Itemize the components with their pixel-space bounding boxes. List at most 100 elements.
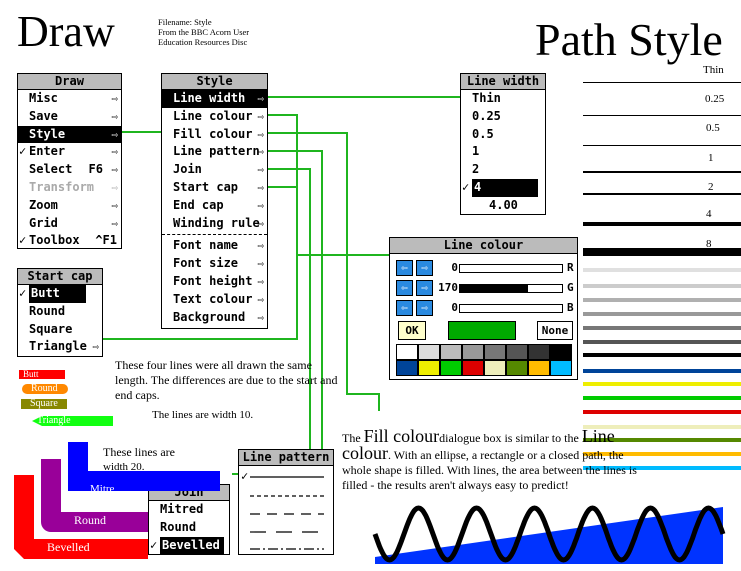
- line-width-option[interactable]: 1: [472, 144, 480, 159]
- width-label: 0.5: [706, 122, 720, 134]
- blue-letter: B: [567, 301, 574, 314]
- file-info-line: From the BBC Acorn User: [158, 27, 250, 37]
- menu-item-label: Join: [173, 162, 202, 177]
- increase-red-button[interactable]: ⇨: [416, 260, 433, 276]
- palette-swatch[interactable]: [484, 360, 506, 376]
- submenu-arrow-icon: ⇨: [257, 198, 264, 212]
- line-width-option-selected[interactable]: ✓ 4: [461, 178, 545, 197]
- line-pattern-options[interactable]: ✓: [239, 465, 335, 555]
- file-info-line: Education Resources Disc: [158, 37, 248, 47]
- ok-button[interactable]: OK: [398, 321, 426, 340]
- submenu-arrow-icon: ⇨: [111, 92, 118, 105]
- width-label: 0.25: [705, 93, 725, 105]
- join-label-mitre: Mitre: [90, 483, 115, 495]
- style-menu-title: Style: [162, 74, 267, 90]
- menu-item-winding-rule[interactable]: Winding rule⇨: [162, 215, 267, 233]
- red-slider[interactable]: [459, 264, 563, 273]
- menu-item-enter[interactable]: ✓ Enter ⇨: [18, 143, 121, 161]
- palette-swatch[interactable]: [506, 344, 528, 360]
- submenu-arrow-icon: ⇨: [257, 274, 264, 288]
- palette-swatch[interactable]: [396, 344, 418, 360]
- start-cap-option-butt[interactable]: ✓ Butt: [18, 285, 102, 303]
- menu-item-font-height[interactable]: Font height⇨: [162, 273, 267, 291]
- menu-item-misc[interactable]: Misc ⇨: [18, 90, 121, 108]
- join-option-mitred[interactable]: Mitred: [160, 502, 204, 516]
- line-width-option[interactable]: Thin: [472, 91, 501, 105]
- increase-blue-button[interactable]: ⇨: [416, 300, 433, 316]
- palette-swatch[interactable]: [440, 360, 462, 376]
- palette-swatch[interactable]: [528, 360, 550, 376]
- menu-item-select[interactable]: Select F6 ⇨: [18, 161, 121, 179]
- decrease-blue-button[interactable]: ⇦: [396, 300, 413, 316]
- palette-swatch[interactable]: [418, 344, 440, 360]
- cap-sample-square: Square: [21, 399, 67, 409]
- menu-item-label: Grid: [29, 215, 58, 230]
- palette-swatch[interactable]: [506, 360, 528, 376]
- shortcut-key: F6: [88, 162, 103, 177]
- line-width-value[interactable]: 4.00: [489, 197, 518, 212]
- menu-item-font-size[interactable]: Font size⇨: [162, 255, 267, 273]
- menu-item-join[interactable]: Join⇨: [162, 161, 267, 179]
- blue-value[interactable]: 0: [451, 301, 458, 314]
- menu-item-style[interactable]: Style ⇨: [18, 125, 121, 144]
- menu-item-end-cap[interactable]: End cap⇨: [162, 197, 267, 215]
- menu-item-toolbox[interactable]: ✓ Toolbox ^F1: [18, 232, 121, 250]
- menu-item-line-colour[interactable]: Line colour⇨: [162, 108, 267, 126]
- palette-swatch[interactable]: [440, 344, 462, 360]
- menu-item-label: 4: [472, 178, 538, 197]
- width-label: Thin: [703, 64, 724, 76]
- triangle-cap-shape: [32, 416, 113, 426]
- line-width-option[interactable]: 2: [472, 162, 480, 177]
- palette-swatch[interactable]: [484, 344, 506, 360]
- decrease-green-button[interactable]: ⇦: [396, 280, 413, 296]
- palette-swatch[interactable]: [418, 360, 440, 376]
- menu-item-label: Select: [29, 162, 73, 177]
- green-slider[interactable]: [459, 284, 563, 293]
- menu-item-fill-colour[interactable]: Fill colour⇨: [162, 126, 267, 144]
- menu-item-background[interactable]: Background⇨: [162, 309, 267, 327]
- fill-text-part: . With an ellipse, a rectangle or a clos…: [342, 448, 637, 492]
- line-width-option[interactable]: 0.25: [472, 108, 501, 123]
- width-label: 2: [708, 181, 714, 193]
- join-sample-round: [41, 459, 148, 532]
- blue-slider[interactable]: [459, 304, 563, 313]
- palette-swatch[interactable]: [550, 344, 572, 360]
- none-button[interactable]: None: [537, 321, 573, 340]
- increase-green-button[interactable]: ⇨: [416, 280, 433, 296]
- menu-item-label: Butt: [29, 285, 86, 303]
- start-cap-option-square[interactable]: Square: [29, 321, 73, 336]
- menu-item-save[interactable]: Save ⇨: [18, 108, 121, 126]
- palette-swatch[interactable]: [550, 360, 572, 376]
- palette-swatch[interactable]: [396, 360, 418, 376]
- decrease-red-button[interactable]: ⇦: [396, 260, 413, 276]
- cap-label: Butt: [23, 369, 39, 379]
- menu-item-text-colour[interactable]: Text colour⇨: [162, 291, 267, 309]
- start-cap-menu: Start cap ✓ Butt Round Square Triangle ⇨: [17, 268, 103, 357]
- tick-icon: ✓: [241, 469, 248, 483]
- join-option-round[interactable]: Round: [160, 519, 197, 534]
- palette-swatch[interactable]: [528, 344, 550, 360]
- menu-item-line-pattern[interactable]: Line pattern⇨: [162, 143, 267, 161]
- menu-item-zoom[interactable]: Zoom ⇨: [18, 197, 121, 215]
- submenu-arrow-icon: ⇨: [92, 340, 99, 354]
- join-label-bevelled: Bevelled: [47, 540, 90, 554]
- join-option-bevelled[interactable]: ✓ Bevelled: [149, 536, 229, 555]
- menu-separator: [162, 234, 267, 236]
- green-value[interactable]: 170: [438, 281, 458, 294]
- start-cap-option-round[interactable]: Round: [29, 303, 66, 318]
- red-value[interactable]: 0: [451, 261, 458, 274]
- menu-item-label: Line width: [173, 91, 246, 105]
- fill-colour-explanation: The Fill colourdialogue box is similar t…: [342, 427, 642, 493]
- line-width-option[interactable]: 0.5: [472, 126, 494, 141]
- menu-item-line-width[interactable]: Line width⇨: [162, 90, 267, 108]
- menu-item-grid[interactable]: Grid ⇨: [18, 215, 121, 233]
- menu-item-font-name[interactable]: Font name⇨: [162, 237, 267, 255]
- palette-swatch[interactable]: [462, 344, 484, 360]
- line-width-menu: Line width Thin 0.25 0.5 1 2 ✓ 4 4.00: [460, 73, 546, 215]
- menu-item-start-cap[interactable]: Start cap⇨: [162, 179, 267, 197]
- cap-label: Triangle: [37, 415, 71, 426]
- start-cap-option-triangle[interactable]: Triangle ⇨: [18, 338, 102, 356]
- line-pattern-menu-title: Line pattern: [239, 450, 333, 466]
- menu-item-label: Toolbox: [29, 233, 80, 248]
- palette-swatch[interactable]: [462, 360, 484, 376]
